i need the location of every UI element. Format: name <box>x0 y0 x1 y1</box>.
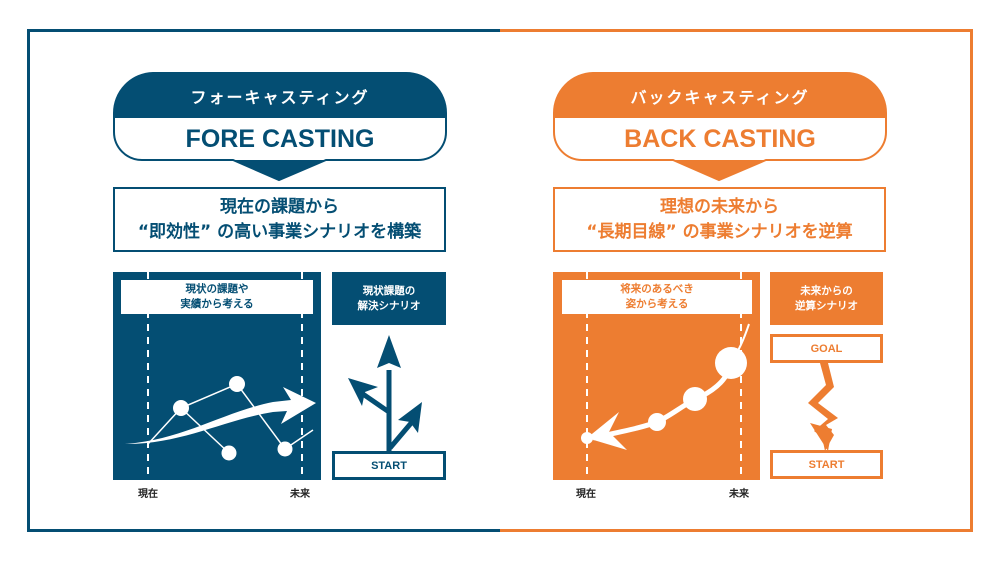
backcasting-scenario-line2: 逆算シナリオ <box>795 299 858 312</box>
backcasting-subtitle: 理想の未来から “長期目線” の事業シナリオを逆算 <box>553 187 886 252</box>
backcasting-scenario-label: 未来からの 逆算シナリオ <box>770 272 883 325</box>
forecasting-axis-now: 現在 <box>138 489 158 500</box>
backcasting-chart-panel: 将来のあるべき 姿から考える <box>553 272 760 480</box>
backcasting-goal-box: GOAL <box>770 334 883 363</box>
backcasting-start-box: START <box>770 450 883 479</box>
forecasting-subtitle-line2: “即効性” の高い事業シナリオを構築 <box>137 221 422 242</box>
backcasting-axis-future: 未来 <box>729 489 749 500</box>
curved-back-arrow-icon <box>581 272 750 480</box>
backcasting-title-en: BACK CASTING <box>624 124 816 153</box>
forecasting-axis-future: 未来 <box>290 489 310 500</box>
forecasting-panel-label-line2: 実績から考える <box>180 298 254 310</box>
header-arrow-shape-icon <box>113 72 447 182</box>
forecasting-chart-panel: 現状の課題や 実績から考える <box>113 272 321 480</box>
branching-arrow-icon <box>125 272 316 480</box>
forecasting-frame <box>27 29 500 532</box>
multi-direction-arrows-icon <box>348 335 422 452</box>
backcasting-panel-label-line2: 姿から考える <box>625 298 689 310</box>
forecasting-subtitle-line1: 現在の課題から <box>220 196 339 217</box>
forecasting-scenario-line2: 解決シナリオ <box>357 299 421 312</box>
header-arrow-shape-icon <box>553 72 887 182</box>
forecasting-header: フォーキャスティング FORE CASTING <box>113 72 447 182</box>
backcasting-scenario-line1: 未来からの <box>800 284 853 297</box>
forecasting-subtitle: 現在の課題から “即効性” の高い事業シナリオを構築 <box>113 187 446 252</box>
zigzag-down-arrow-icon <box>808 363 838 451</box>
forecasting-title-jp: フォーキャスティング <box>190 87 370 107</box>
backcasting-panel-label-line1: 将来のあるべき <box>620 283 694 295</box>
forecasting-start-box: START <box>332 451 446 480</box>
backcasting-frame <box>500 29 973 532</box>
forecasting-title-en: FORE CASTING <box>185 124 375 153</box>
backcasting-header: バックキャスティング BACK CASTING <box>553 72 887 182</box>
backcasting-subtitle-line1: 理想の未来から <box>660 196 779 217</box>
forecasting-panel-label-line1: 現状の課題や <box>185 283 249 295</box>
backcasting-axis-now: 現在 <box>576 489 596 500</box>
backcasting-panel-label: 将来のあるべき 姿から考える <box>562 280 752 314</box>
forecasting-panel-label: 現状の課題や 実績から考える <box>121 280 313 314</box>
forecasting-scenario-label: 現状課題の 解決シナリオ <box>332 272 446 325</box>
backcasting-title-jp: バックキャスティング <box>630 87 810 107</box>
forecasting-scenario-line1: 現状課題の <box>362 284 416 297</box>
backcasting-subtitle-line2: “長期目線” の事業シナリオを逆算 <box>586 221 853 242</box>
